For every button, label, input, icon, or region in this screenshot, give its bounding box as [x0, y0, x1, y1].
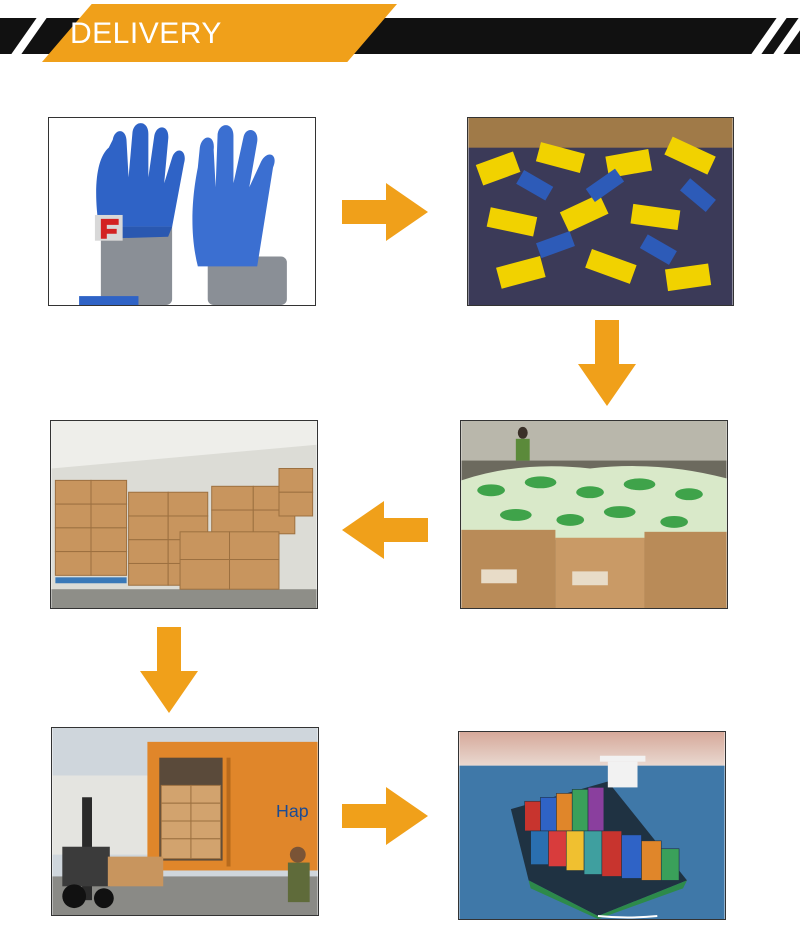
- cargo-ship-photo: [458, 731, 726, 920]
- packed-gloves-pile-photo: [467, 117, 734, 306]
- arrow-left-icon: [342, 501, 428, 559]
- glove-product-photo: [48, 117, 316, 306]
- header-title-badge: [42, 4, 397, 62]
- page-title: DELIVERY PROCESS: [70, 17, 222, 90]
- arrow-down-icon: [140, 627, 198, 713]
- arrow-right-icon: [342, 183, 428, 241]
- arrow-down-icon: [578, 320, 636, 406]
- arrow-right-icon: [342, 787, 428, 845]
- packing-into-cartons-photo: [460, 420, 728, 609]
- container-loading-photo: Hap: [51, 727, 319, 916]
- container-brand-text: Hap: [276, 801, 309, 821]
- warehouse-stock-photo: [50, 420, 318, 609]
